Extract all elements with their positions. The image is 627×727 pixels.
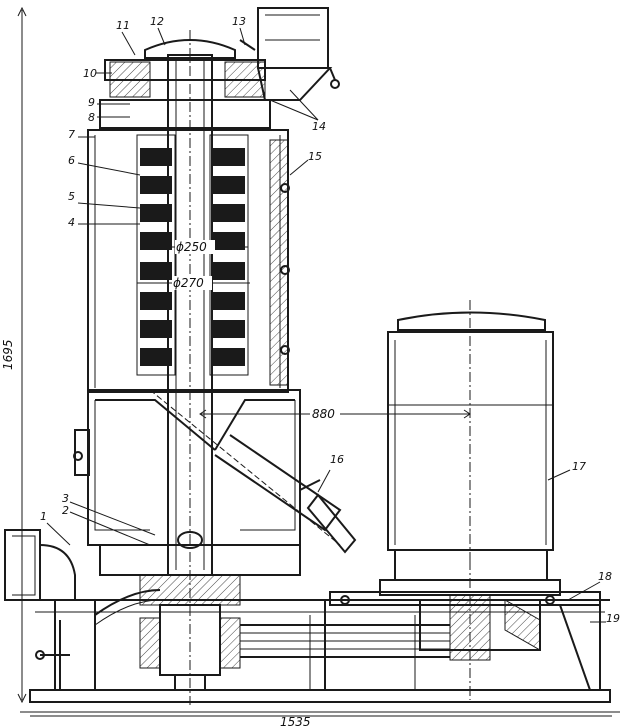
discharge-pipe <box>214 434 357 554</box>
part-label-1: 1 <box>40 510 47 523</box>
base-frame <box>20 595 620 713</box>
part-label-17: 17 <box>572 460 586 473</box>
part-label-2: 2 <box>62 504 69 517</box>
height-dimension-label: 1695 <box>1 339 15 370</box>
lower-casing <box>73 389 341 546</box>
part-label-7: 7 <box>68 128 75 141</box>
part-label-16: 16 <box>330 453 344 466</box>
dimension-width: 1535 <box>30 715 612 727</box>
part-label-13: 13 <box>232 15 246 28</box>
impeller-stack-left <box>136 134 176 376</box>
center-distance-label: 880 <box>312 407 335 421</box>
dimension-center-distance: 880 <box>199 405 471 421</box>
outer-cylinder <box>87 129 290 393</box>
width-dimension-label: 1535 <box>280 715 311 727</box>
part-label-5: 5 <box>68 190 75 203</box>
part-label-10: 10 <box>83 67 97 80</box>
part-label-4: 4 <box>68 216 75 229</box>
bearing-housing <box>99 544 301 691</box>
belt-drive <box>240 615 450 690</box>
electric-motor <box>379 300 561 596</box>
part-label-6: 6 <box>68 154 75 167</box>
inlet-pipe <box>4 529 76 601</box>
feed-funnel <box>256 7 340 101</box>
part-label-18: 18 <box>598 570 612 583</box>
motor-base <box>329 591 601 691</box>
part-label-19: 19 <box>606 612 620 625</box>
diameter-270-label: ϕ270 <box>173 276 204 290</box>
part-label-15: 15 <box>308 150 322 163</box>
part-label-9: 9 <box>88 96 95 109</box>
diameter-250-label: ϕ250 <box>176 240 207 254</box>
impeller-stack-right <box>209 134 249 376</box>
part-label-3: 3 <box>62 492 69 505</box>
part-label-12: 12 <box>150 15 164 28</box>
part-label-8: 8 <box>88 111 95 124</box>
diameter-callouts: ϕ250 ϕ270 <box>137 240 250 290</box>
top-cap <box>99 39 271 129</box>
part-label-14: 14 <box>312 120 326 133</box>
dimension-height: 1695 <box>1 6 27 704</box>
part-label-11: 11 <box>116 19 130 32</box>
part-number-callouts: 1 2 3 4 5 6 7 8 9 10 11 12 13 14 15 16 <box>40 15 620 625</box>
